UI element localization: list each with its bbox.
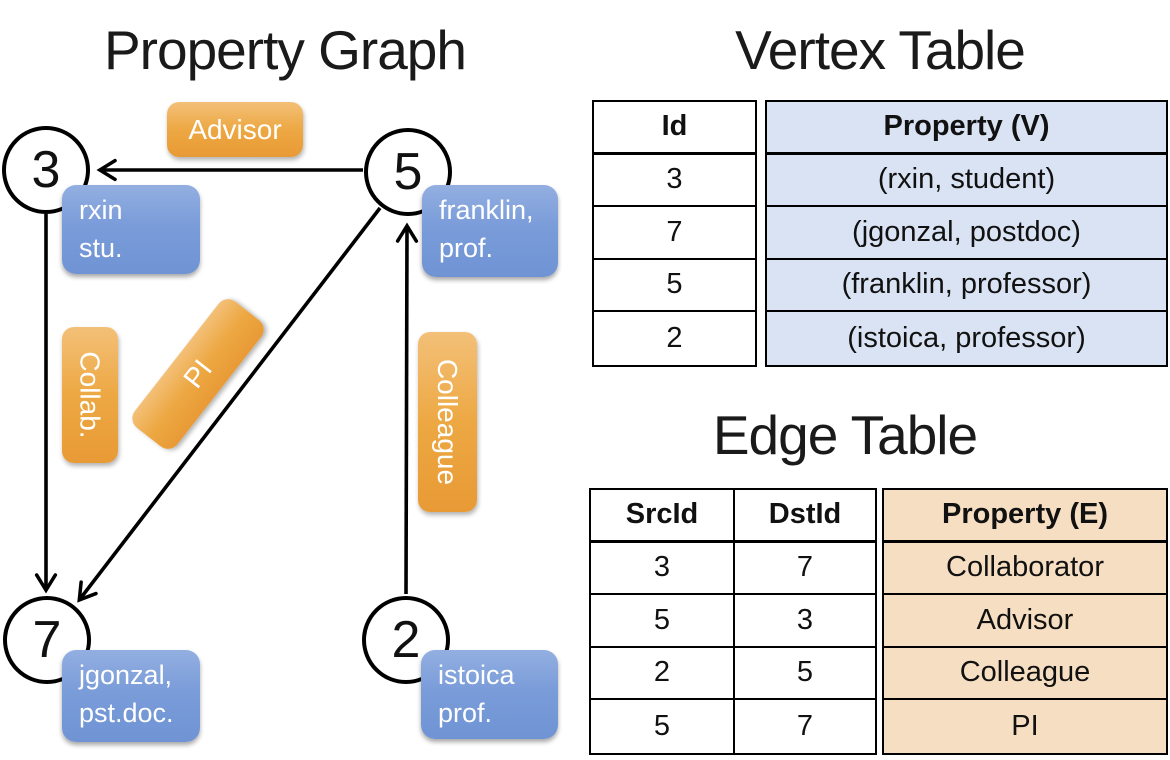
vertex-circle-2: 2 (362, 596, 450, 684)
vertex-table-id-column: Id 3 7 5 2 (592, 100, 757, 367)
edge-table-header-srcid: SrcId (591, 490, 733, 543)
vertex-id-7: 7 (32, 611, 62, 669)
node-prop-line: prof. (439, 232, 494, 263)
node-prop-line: rxin (79, 195, 123, 225)
table-cell: (istoica, professor) (767, 312, 1166, 365)
table-cell: 3 (591, 543, 733, 595)
node-prop-line: stu. (79, 232, 123, 263)
vertex-table-header-id: Id (594, 102, 755, 155)
node-prop-line: istoica (438, 660, 515, 690)
vertex-table-title: Vertex Table (735, 19, 1026, 81)
edge-table: SrcId 3 5 2 5 DstId 7 3 5 7 Property (E)… (589, 488, 1168, 755)
edge-label-collab: Collab. (62, 327, 118, 463)
vertex-table: Id 3 7 5 2 Property (V) (rxin, student) … (592, 100, 1168, 367)
node-property-box-jgonzal: jgonzal, pst.doc. (62, 650, 200, 742)
edge-colleague-arrow (395, 222, 419, 595)
table-cell: 5 (653, 709, 671, 742)
table-cell: 7 (594, 207, 755, 260)
node-prop-line: jgonzal, (79, 660, 173, 690)
table-cell: (rxin, student) (767, 154, 1166, 207)
table-cell: Colleague (884, 647, 1166, 700)
edge-table-title: Edge Table (712, 404, 978, 466)
edge-label-text: Advisor (188, 113, 282, 145)
vertex-id-2: 2 (391, 611, 421, 669)
edge-label-colleague: Colleague (418, 332, 477, 512)
table-cell: (franklin, professor) (767, 259, 1166, 312)
node-property-box-rxin: rxin stu. (62, 185, 200, 274)
table-cell: 3 (594, 155, 755, 207)
vertex-circle-5: 5 (364, 128, 452, 216)
property-graph-title: Property Graph (103, 19, 467, 81)
edge-table-header-property: Property (E) (884, 490, 1166, 543)
vertex-table-header-property: Property (V) (767, 102, 1166, 155)
edge-label-text: PI (177, 353, 218, 394)
node-property-box-istoica: istoica prof. (421, 650, 558, 739)
table-cell: (jgonzal, postdoc) (767, 207, 1166, 260)
vertex-id-3: 3 (31, 141, 61, 199)
table-cell: Advisor (884, 595, 1166, 648)
table-cell: 5 (594, 260, 755, 312)
property-graph-panel: Property Graph 3 5 7 2 rxin stu. frankli… (0, 0, 580, 760)
vertex-id-5: 5 (393, 143, 423, 201)
node-prop-line: pst.doc. (79, 697, 174, 728)
vertex-table-property-column: Property (V) (rxin, student) (jgonzal, p… (765, 100, 1168, 367)
table-cell: PI (884, 700, 1166, 753)
table-cell: 5 (735, 648, 875, 700)
edge-label-text: Colleague (432, 358, 464, 486)
edge-table-id-columns: SrcId 3 5 2 5 DstId 7 3 5 7 (589, 488, 877, 755)
table-cell: 2 (591, 648, 733, 700)
table-cell: 2 (666, 321, 683, 354)
table-cell: 7 (796, 709, 814, 742)
edge-pi-arrow (77, 206, 382, 603)
edge-label-advisor: Advisor (167, 102, 303, 157)
table-cell: 3 (735, 595, 875, 648)
graph-edges-canvas (34, 158, 419, 603)
table-cell: 7 (735, 543, 875, 595)
node-prop-line: franklin, (439, 195, 534, 225)
edge-table-header-dstid: DstId (735, 490, 875, 543)
node-property-box-franklin: franklin, prof. (422, 185, 558, 277)
edge-label-text: Collab. (75, 351, 107, 439)
edge-table-property-column: Property (E) Collaborator Advisor Collea… (882, 488, 1168, 755)
table-cell: Collaborator (884, 542, 1166, 595)
table-cell: 5 (591, 595, 733, 648)
node-prop-line: prof. (438, 697, 493, 728)
